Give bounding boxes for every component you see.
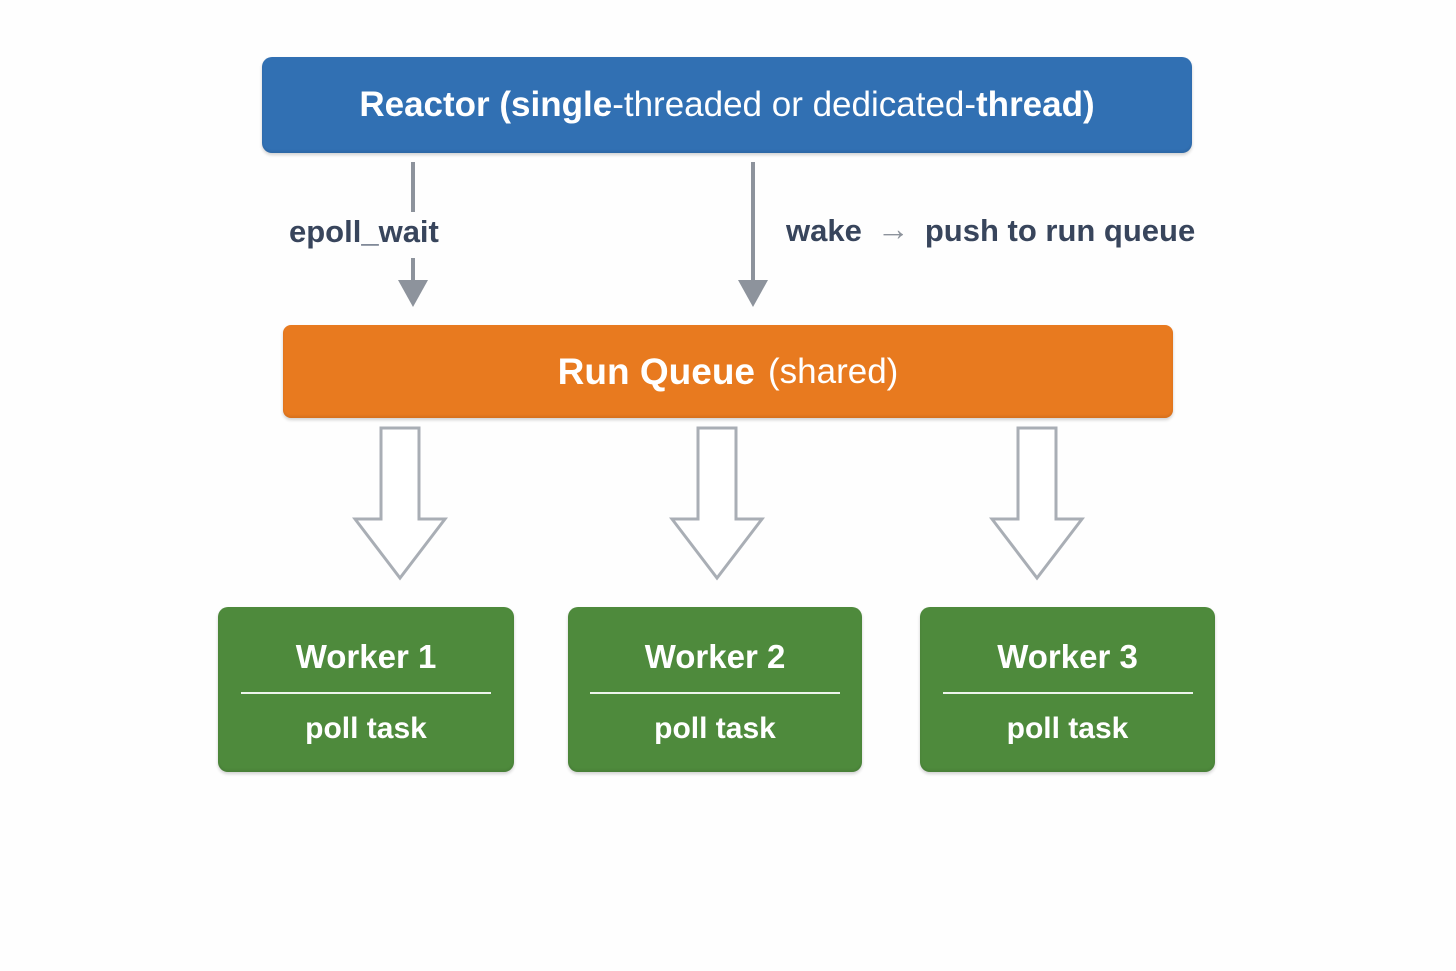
worker-subtitle: poll task — [305, 711, 427, 745]
epoll-wait-label: epoll_wait — [289, 214, 439, 249]
wake-push-label: wake → push to run queue — [786, 209, 1195, 253]
epoll-wait-arrow — [398, 162, 428, 307]
wake-label: wake — [786, 213, 862, 248]
push-to-run-queue-label: push to run queue — [924, 213, 1196, 248]
reactor-label-bold-2: thread) — [976, 85, 1095, 124]
right-arrow-icon: → — [876, 210, 910, 247]
worker-title: Worker 1 — [295, 637, 437, 675]
worker-title: Worker 3 — [997, 637, 1138, 675]
worker-divider — [590, 691, 840, 694]
worker-box-3: Worker 3 poll task — [920, 607, 1215, 772]
worker-title: Worker 2 — [644, 637, 786, 675]
worker-divider — [942, 691, 1193, 694]
runqueue-to-worker1-arrow — [352, 426, 448, 581]
run-queue-box: Run Queue (shared) — [283, 325, 1173, 418]
runqueue-to-worker3-arrow — [989, 426, 1085, 581]
run-queue-shared-label: (shared) — [768, 351, 899, 391]
worker-subtitle: poll task — [1006, 711, 1129, 745]
runqueue-to-worker2-arrow — [669, 426, 765, 581]
worker-subtitle: poll task — [654, 711, 776, 745]
reactor-box: Reactor (single-threaded or dedicated-th… — [262, 57, 1192, 153]
reactor-label-regular: -threaded or dedicated- — [612, 85, 977, 124]
wake-arrow — [738, 162, 768, 307]
worker-box-1: Worker 1 poll task — [218, 607, 514, 772]
run-queue-label: Run Queue — [557, 350, 755, 392]
worker-box-2: Worker 2 poll task — [568, 607, 862, 772]
reactor-label-bold-1: Reactor (single — [359, 85, 613, 124]
worker-divider — [241, 691, 491, 694]
